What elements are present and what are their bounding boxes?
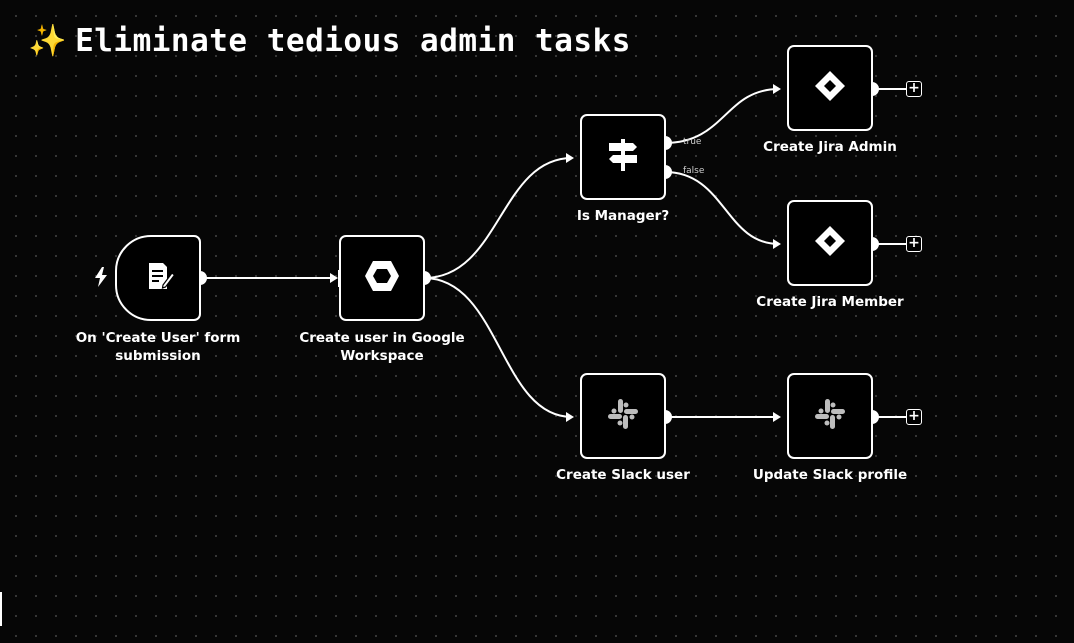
add-node-button[interactable]: + <box>906 236 922 252</box>
page-title: ✨Eliminate tedious admin tasks <box>28 22 631 59</box>
connection-true-jira-admin <box>664 88 780 144</box>
node-slack-profile-label: Update Slack profile <box>752 467 908 483</box>
add-node-button[interactable]: + <box>906 409 922 425</box>
arrowhead <box>773 239 781 249</box>
add-node-button[interactable]: + <box>906 81 922 97</box>
jira-diamond-icon <box>813 224 847 262</box>
node-jira-member-label: Create Jira Member <box>756 294 904 310</box>
node-is-manager-label: Is Manager? <box>576 208 670 224</box>
arrowhead <box>566 153 574 163</box>
jira-diamond-icon <box>813 69 847 107</box>
node-google-workspace[interactable] <box>339 235 425 321</box>
label-line: Workspace <box>340 348 424 364</box>
node-slack-user[interactable] <box>580 373 666 459</box>
connection-google-manager <box>423 157 573 279</box>
node-jira-admin[interactable] <box>787 45 873 131</box>
node-jira-admin-label: Create Jira Admin <box>763 139 897 155</box>
slack-icon <box>606 397 640 435</box>
node-form-trigger[interactable] <box>115 235 201 321</box>
node-jira-member[interactable] <box>787 200 873 286</box>
node-form-trigger-label: On 'Create User' form submission <box>72 329 244 365</box>
node-google-workspace-label: Create user in Google Workspace <box>296 329 468 365</box>
arrowhead <box>330 273 338 283</box>
text-cursor <box>0 592 2 626</box>
slack-icon <box>813 397 847 435</box>
node-is-manager[interactable] <box>580 114 666 200</box>
branch-false-label: false <box>683 166 705 176</box>
label-line: Create user in Google <box>299 330 465 346</box>
sparkles-icon: ✨ <box>28 23 68 59</box>
page-title-text: Eliminate tedious admin tasks <box>75 23 631 59</box>
node-slack-user-label: Create Slack user <box>556 467 690 483</box>
connection-false-jira-member <box>664 171 780 245</box>
node-slack-profile[interactable] <box>787 373 873 459</box>
arrowhead <box>773 84 781 94</box>
google-workspace-hexagon-icon <box>364 259 400 297</box>
arrowhead <box>566 412 574 422</box>
label-line: On 'Create User' form <box>75 330 241 346</box>
arrowhead <box>773 412 781 422</box>
branch-true-label: true <box>683 137 702 147</box>
form-edit-icon <box>141 259 176 297</box>
connection-google-slack <box>423 277 573 418</box>
signpost-icon <box>605 137 641 177</box>
lightning-bolt-icon <box>94 267 108 292</box>
label-line: submission <box>115 348 201 364</box>
